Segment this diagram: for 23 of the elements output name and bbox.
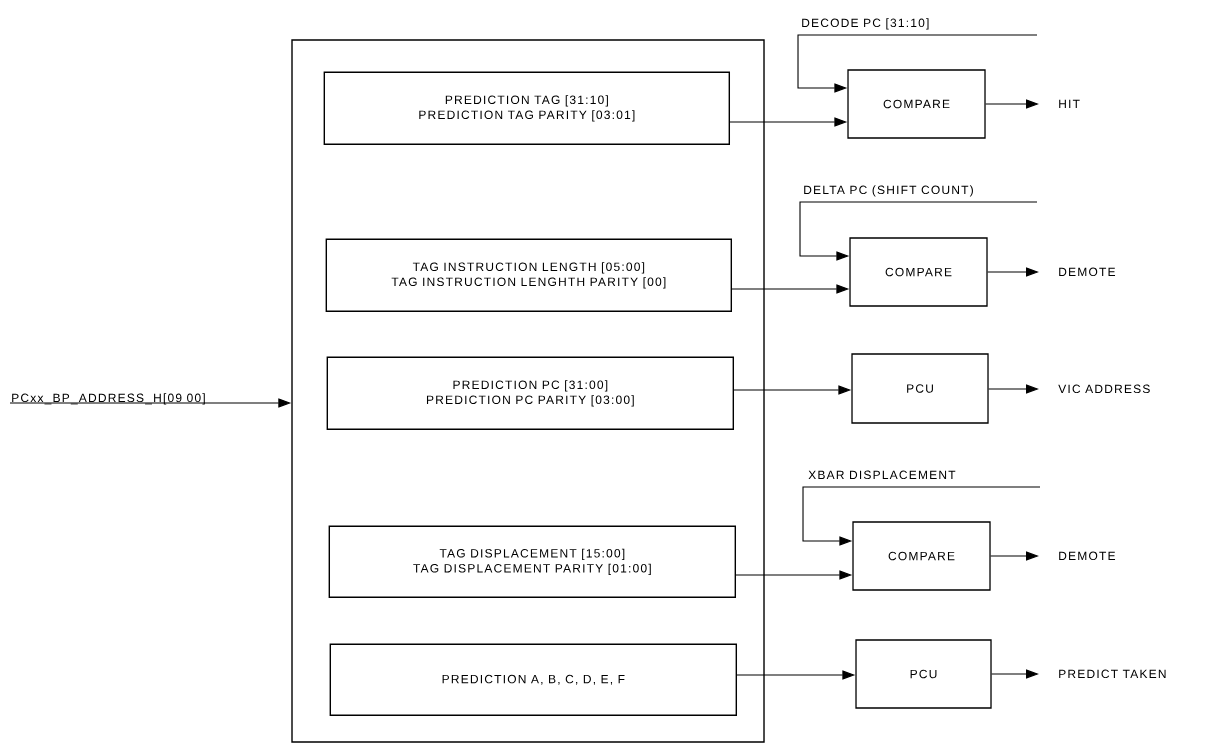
signal-label: PREDICT TAKEN bbox=[1059, 669, 1166, 679]
signal-label: HIT bbox=[1059, 99, 1080, 108]
register-field-box: TAG DISPLACEMENT [15:00] TAG DISPLACEMENT PARITY [01:00] bbox=[328, 525, 736, 598]
signal-label: DEMOTE bbox=[1059, 267, 1116, 277]
signal-label: DEMOTE bbox=[1059, 551, 1116, 561]
register-field-box: TAG INSTRUCTION LENGTH [05:00] TAG INSTRUCTION LENGHTH PARITY [00] bbox=[325, 238, 732, 312]
edge-label: DELTA PC (SHIFT COUNT) bbox=[802, 184, 975, 198]
logic-block: COMPARE bbox=[849, 237, 988, 307]
logic-block: COMPARE bbox=[847, 69, 986, 139]
register-field-box: PREDICTION TAG [31:10] PREDICTION TAG PARITY [03:01] bbox=[323, 71, 730, 145]
signal-arrow bbox=[799, 201, 1038, 261]
logic-block: PCU bbox=[855, 639, 992, 709]
logic-block: COMPARE bbox=[852, 521, 991, 591]
signal-label: PCxx_BP_ADDRESS_H[09 00] bbox=[12, 393, 205, 405]
signal-arrow bbox=[797, 34, 1038, 93]
signal-arrow bbox=[802, 486, 1041, 546]
register-array-box bbox=[291, 39, 765, 743]
register-field-box: PREDICTION A, B, C, D, E, F bbox=[329, 643, 737, 716]
register-field-box: PREDICTION PC [31:00] PREDICTION PC PARITY [03:00] bbox=[326, 356, 734, 430]
edge-label: DECODE PC [31:10] bbox=[800, 17, 931, 31]
edge-label: XBAR DISPLACEMENT bbox=[807, 469, 957, 481]
logic-block: PCU bbox=[851, 353, 989, 424]
signal-label: VIC ADDRESS bbox=[1058, 384, 1150, 394]
